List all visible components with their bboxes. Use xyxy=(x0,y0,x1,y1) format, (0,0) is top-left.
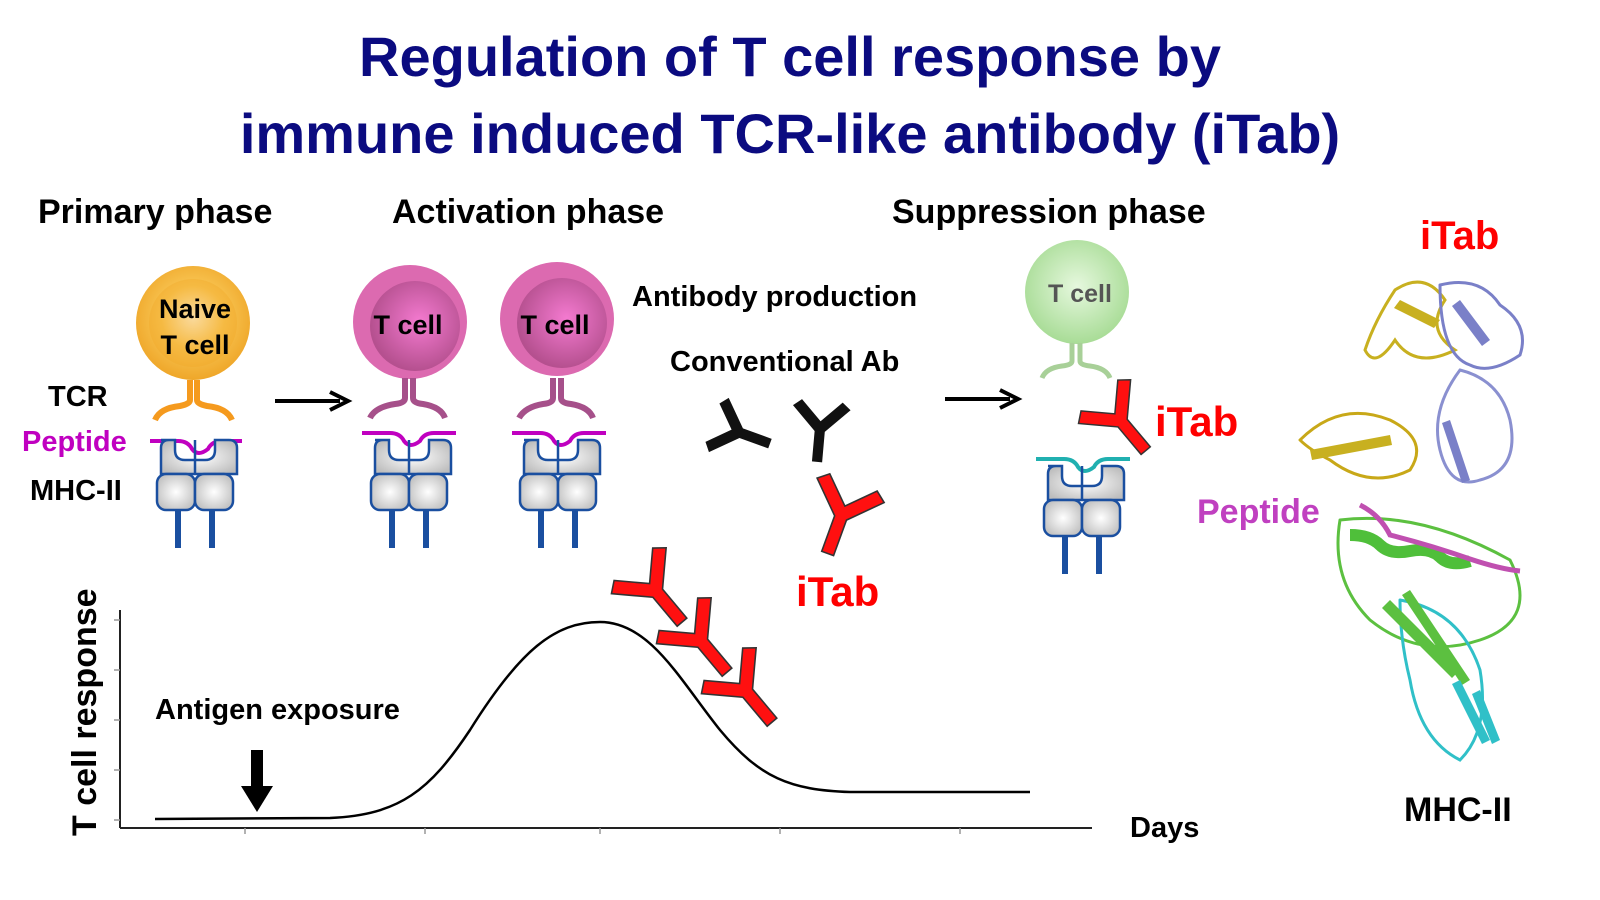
mhc-ii-molecule xyxy=(1044,466,1124,574)
x-axis-label: Days xyxy=(1130,812,1199,844)
mhc-ii-molecule xyxy=(520,440,600,548)
itab-antibody-icon xyxy=(605,540,711,646)
conventional-ab-label: Conventional Ab xyxy=(670,346,899,378)
y-axis-ticks xyxy=(114,619,120,821)
phase-suppression: Suppression phase xyxy=(892,193,1206,231)
naive-label-1: Naive xyxy=(159,294,231,324)
itab-label: iTab xyxy=(796,568,879,615)
activated-t-cell: T cell xyxy=(500,262,614,420)
phase-primary: Primary phase xyxy=(38,193,272,231)
conventional-antibody-icon xyxy=(788,398,852,465)
conventional-antibody-icon xyxy=(702,395,780,471)
arrow-right-icon xyxy=(275,390,353,412)
naive-t-cell: Naive T cell xyxy=(136,266,250,422)
peptide-label: Peptide xyxy=(22,426,127,458)
t-cell-response-graph: T cell response Days Antigen exposure xyxy=(66,588,1199,844)
tcr-receptor xyxy=(152,380,235,422)
response-curve xyxy=(154,620,1030,821)
mhc-ii-molecule xyxy=(371,440,451,548)
t-cell-label: T cell xyxy=(520,310,589,340)
arrow-right-icon xyxy=(945,388,1023,410)
suppressed-t-cell: T cell xyxy=(1025,240,1129,380)
title-line-1: Regulation of T cell response by xyxy=(359,25,1221,88)
itab-antibody-icon xyxy=(793,469,888,567)
itab-mhc-structure-image xyxy=(1298,280,1524,762)
mhc-ii-molecule xyxy=(157,440,237,548)
tcr-label: TCR xyxy=(48,381,108,413)
phase-activation: Activation phase xyxy=(392,193,664,231)
title-line-2: immune induced TCR-like antibody (iTab) xyxy=(240,102,1340,165)
naive-label-2: T cell xyxy=(160,330,229,360)
structure-peptide-label: Peptide xyxy=(1197,493,1320,531)
antigen-exposure-label: Antigen exposure xyxy=(155,694,400,726)
itab-suppression-label: iTab xyxy=(1155,398,1238,445)
mhc-label: MHC-II xyxy=(30,475,122,507)
antibody-production-label: Antibody production xyxy=(632,281,917,313)
structure-itab-label: iTab xyxy=(1420,214,1499,258)
structure-mhc-label: MHC-II xyxy=(1404,791,1512,829)
activated-t-cell: T cell xyxy=(353,265,467,420)
t-cell-label: T cell xyxy=(373,310,442,340)
x-axis-ticks xyxy=(244,828,961,834)
t-cell-label: T cell xyxy=(1048,280,1112,308)
y-axis-label: T cell response xyxy=(66,588,104,836)
arrow-down-icon xyxy=(241,750,273,812)
